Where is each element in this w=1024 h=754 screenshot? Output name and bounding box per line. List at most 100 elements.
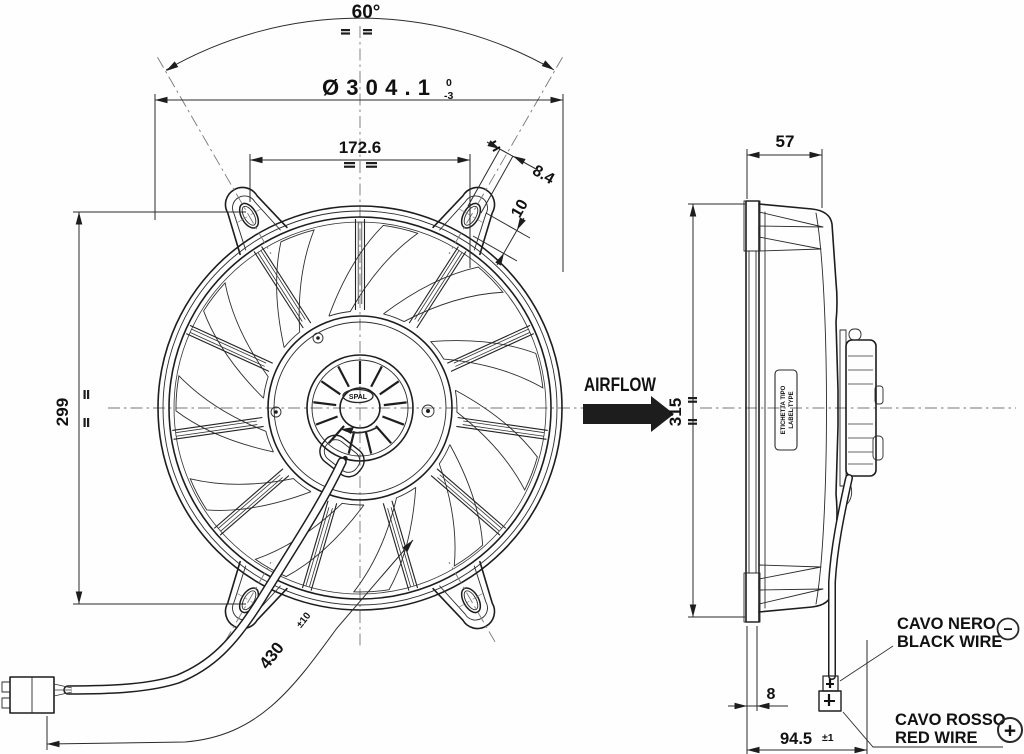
hub-rib bbox=[375, 425, 392, 444]
guard-spoke-part bbox=[390, 507, 415, 587]
dimension-arrowhead bbox=[495, 253, 504, 266]
hub-rib bbox=[315, 415, 338, 426]
motor-side-part bbox=[848, 328, 862, 341]
diameter-tol-upper: 0 bbox=[446, 77, 452, 89]
guard-spoke-part bbox=[387, 508, 412, 588]
symmetry-marks-part bbox=[344, 162, 355, 165]
fan-blade-part bbox=[276, 229, 315, 348]
dimension-arrowhead bbox=[166, 61, 179, 71]
mounting-tab-part bbox=[448, 57, 563, 255]
hub-rib bbox=[320, 380, 341, 396]
hub-bosses-part bbox=[421, 404, 435, 418]
dimension-arrowhead bbox=[402, 540, 413, 552]
angle-dim-text: 60° bbox=[352, 2, 381, 23]
fan-blade-part bbox=[175, 374, 274, 453]
fan-blade bbox=[175, 374, 274, 453]
black-wire-label-it: CAVO NERO bbox=[897, 615, 996, 633]
hub-bosses-part bbox=[274, 410, 278, 414]
negative-sign: − bbox=[1003, 622, 1012, 639]
guard-spoke bbox=[456, 416, 548, 440]
front-view: SPAL bbox=[1, 57, 563, 714]
symmetry-marks-part bbox=[688, 397, 697, 400]
dim-wire-length-part bbox=[46, 539, 414, 745]
diameter-tol-lower: -3 bbox=[444, 90, 453, 102]
type-label-line2: LABEL TYPE bbox=[789, 391, 795, 428]
hub-rib bbox=[364, 431, 373, 454]
brand-logo-part bbox=[342, 388, 374, 404]
rotation-direction-arrow-part bbox=[342, 427, 354, 434]
wire-length-text: 430 bbox=[255, 639, 287, 673]
airflow-arrow bbox=[583, 396, 674, 432]
dim-wire-offset: 94.5 ±1 bbox=[747, 640, 868, 754]
fan-blade-part bbox=[189, 478, 312, 511]
dimension-arrowhead bbox=[747, 746, 760, 754]
guard-spoke-part bbox=[261, 246, 312, 324]
guard-spokes bbox=[172, 219, 548, 591]
guard-spoke-part bbox=[437, 477, 500, 532]
wire-connector-part bbox=[53, 691, 73, 697]
black-wire-label-en: BLACK WIRE bbox=[897, 633, 1002, 651]
hub-rib bbox=[313, 401, 337, 407]
dim-diameter: Ø304.1 0 -3 bbox=[154, 75, 564, 272]
dimension-arrowhead bbox=[747, 151, 760, 159]
fan-blade bbox=[438, 444, 484, 567]
motor-side-part bbox=[845, 339, 877, 477]
guard-spoke-part bbox=[310, 503, 338, 591]
hub-bosses bbox=[270, 332, 435, 418]
guard-spoke-part bbox=[172, 416, 263, 431]
dim-depth: 57 bbox=[746, 132, 823, 208]
guard-spoke bbox=[172, 416, 264, 440]
negative-polarity-icon bbox=[996, 617, 1020, 641]
fan-blades bbox=[175, 224, 544, 593]
wire-terminals bbox=[818, 675, 842, 712]
guard-spoke-part bbox=[439, 474, 503, 529]
mounting-tab bbox=[432, 57, 563, 256]
guard-spoke-part bbox=[462, 424, 544, 437]
wire-offset-tol-text: ±1 bbox=[822, 732, 834, 744]
guard-spoke-part bbox=[436, 468, 507, 529]
guard-spoke-part bbox=[176, 424, 258, 437]
wiring-labels: CAVO NERO BLACK WIRE − CAVO ROSSO RED WI… bbox=[839, 615, 1023, 748]
guard-spoke bbox=[185, 324, 273, 372]
fan-blade-part bbox=[430, 340, 544, 389]
wire-connector-part bbox=[1, 681, 11, 693]
dimension-arrowhead bbox=[550, 96, 563, 104]
hub-ring-line bbox=[273, 321, 447, 495]
rib-edge bbox=[758, 236, 822, 252]
mounting-tab-part bbox=[448, 561, 496, 643]
fan-blade-part bbox=[203, 282, 269, 399]
guard-spoke bbox=[430, 468, 507, 536]
guard-spoke-part bbox=[253, 251, 304, 329]
guard-spoke-part bbox=[191, 328, 267, 364]
dim-hole-spacing: 172.6 bbox=[249, 138, 471, 268]
slot-width-text: 8.4 bbox=[529, 162, 557, 188]
guard-spoke-part bbox=[189, 324, 273, 364]
guard-spoke-part bbox=[301, 500, 329, 589]
mounting-flange bbox=[743, 200, 761, 623]
power-wire-side bbox=[828, 474, 853, 680]
shroud-outer-ring bbox=[157, 205, 563, 611]
type-label: ETICHETTA TIPO LABEL TYPE bbox=[774, 369, 798, 451]
motor-hub: SPAL bbox=[267, 315, 453, 501]
hub-bosses-part bbox=[270, 406, 282, 418]
dimension-arrowhead bbox=[155, 96, 168, 104]
hub-rib bbox=[337, 365, 350, 388]
dimension-arrowheads bbox=[47, 60, 867, 754]
dimension-arrowhead bbox=[250, 156, 263, 164]
dim-slot-width-part bbox=[480, 155, 514, 214]
guard-spoke-part bbox=[305, 507, 330, 587]
rib-edge bbox=[758, 211, 824, 228]
mounting-tab-part bbox=[458, 592, 484, 608]
flange-thickness-text: 8 bbox=[767, 686, 776, 703]
guard-spoke-part bbox=[430, 475, 501, 536]
guard-spoke-part bbox=[220, 477, 283, 532]
guard-spoke-part bbox=[447, 324, 531, 364]
fan-blade bbox=[203, 282, 269, 399]
guard-spoke-part bbox=[416, 251, 467, 329]
brand-logo-text: SPAL bbox=[349, 394, 368, 401]
symmetry-marks-part bbox=[341, 29, 350, 32]
fan-blade bbox=[430, 340, 544, 389]
symmetry-marks-part bbox=[363, 29, 372, 32]
